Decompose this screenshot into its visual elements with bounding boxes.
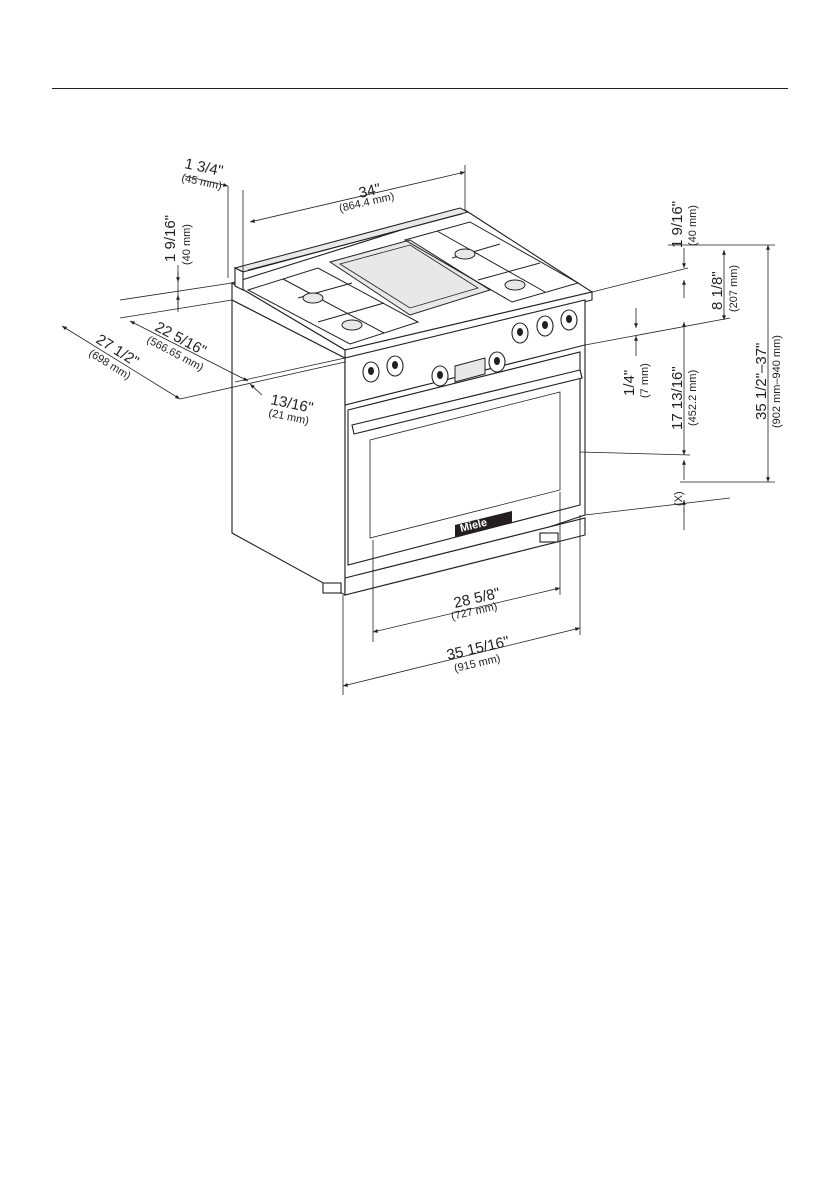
burner-cap [303, 293, 323, 303]
height-1-4-imperial: 1/4" [621, 370, 638, 396]
height-1-4-metric: (7 mm) [639, 363, 651, 398]
leg-left [323, 583, 341, 593]
knob-2 [387, 356, 403, 376]
leg-x-label: (X) [673, 491, 685, 506]
knob-1 [363, 362, 379, 382]
burner-cap [342, 320, 362, 330]
knob-3 [432, 366, 448, 386]
backguard-end [235, 268, 243, 290]
burner-cap [505, 280, 525, 290]
knob-7 [561, 310, 577, 330]
left-height-metric: (40 mm) [181, 224, 193, 265]
knob-4 [489, 352, 505, 372]
height-total-metric: (902 mm–940 mm) [771, 335, 783, 428]
height-total-imperial: 35 1/2"–37" [753, 343, 770, 420]
right-height-top-metric: (40 mm) [687, 205, 699, 246]
knob-5 [512, 323, 528, 343]
knob-6 [537, 316, 553, 336]
height-8-metric: (207 mm) [728, 265, 740, 312]
height-17-imperial: 17 13/16" [669, 366, 686, 430]
left-height-imperial: 1 9/16" [162, 215, 179, 262]
right-height-top-imperial: 1 9/16" [669, 201, 686, 248]
height-8-imperial: 8 1/8" [709, 271, 726, 310]
leg-right [540, 533, 558, 542]
height-17-metric: (452.2 mm) [687, 370, 699, 426]
burner-cap [455, 249, 475, 259]
